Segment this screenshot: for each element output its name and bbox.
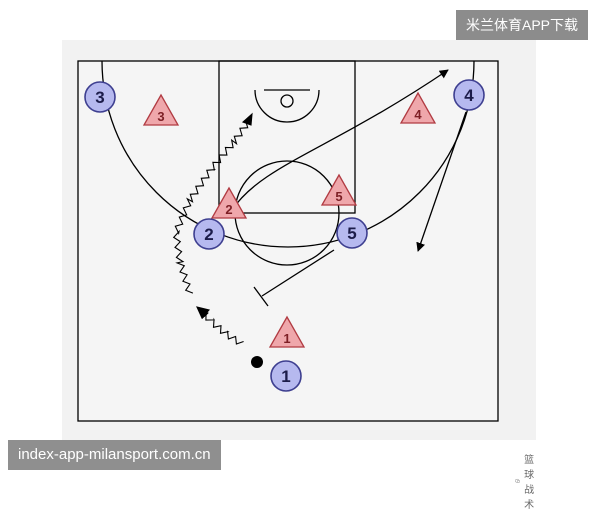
app-download-badge[interactable]: 米兰体育APP下载 xyxy=(455,10,588,40)
defender-triangle xyxy=(399,91,437,124)
wechat-icon xyxy=(515,478,521,483)
watermark-text: 篮球战术 xyxy=(524,455,535,511)
cut-path-2 xyxy=(231,69,449,211)
offense-players: 1 2 3 4 5 xyxy=(84,79,485,392)
offense-label: 2 xyxy=(204,225,213,244)
offense-circle xyxy=(270,360,302,392)
defender-label: 1 xyxy=(283,331,290,346)
defender-2: 2 xyxy=(210,186,248,219)
defender-label: 4 xyxy=(414,107,422,122)
site-url-label[interactable]: index-app-milansport.com.cn xyxy=(8,440,221,470)
offense-label: 4 xyxy=(464,86,474,105)
three-point-arc xyxy=(101,60,475,248)
defender-triangle xyxy=(142,93,180,126)
defender-1: 1 xyxy=(268,315,306,348)
offense-circle xyxy=(193,218,225,250)
screen-path-5 xyxy=(261,249,335,297)
ball xyxy=(251,356,263,368)
dribble-waves xyxy=(172,112,253,345)
defender-5: 5 xyxy=(320,173,358,206)
defender-4: 4 xyxy=(399,91,437,124)
offense-circle xyxy=(84,81,116,113)
restricted-arc xyxy=(254,89,320,123)
watermark: 篮球战术 xyxy=(515,451,541,511)
court-diagram: 1 2 3 4 5 1 2 3 4 5 xyxy=(77,60,499,422)
offense-label: 3 xyxy=(95,88,104,107)
defense-players: 1 2 3 4 5 xyxy=(142,91,437,348)
offense-player-4: 4 xyxy=(453,79,485,111)
cut-path-4 xyxy=(416,111,467,252)
free-throw-circle-bottom xyxy=(234,212,340,266)
dribble-squiggle-2 xyxy=(172,120,249,294)
offense-circle xyxy=(453,79,485,111)
screen-bar xyxy=(253,286,269,307)
dribble-arrowhead-2 xyxy=(241,112,253,126)
movement-lines xyxy=(199,69,467,320)
defender-label: 3 xyxy=(157,109,164,124)
offense-player-5: 5 xyxy=(336,217,368,249)
free-throw-lane xyxy=(218,60,356,214)
offense-label: 5 xyxy=(347,224,356,243)
offense-player-3: 3 xyxy=(84,81,116,113)
dribble-arrowhead-1 xyxy=(196,306,211,320)
defender-triangle xyxy=(320,173,358,206)
defender-triangle xyxy=(268,315,306,348)
defender-3: 3 xyxy=(142,93,180,126)
defender-triangle xyxy=(210,186,248,219)
defender-label: 5 xyxy=(335,189,342,204)
defender-label: 2 xyxy=(225,202,232,217)
offense-player-1: 1 xyxy=(270,360,302,392)
offense-player-2: 2 xyxy=(193,218,225,250)
offense-circle xyxy=(336,217,368,249)
dribble-squiggle-1 xyxy=(205,311,244,345)
hoop xyxy=(280,94,294,108)
court-panel: 1 2 3 4 5 1 2 3 4 5 篮球战术 xyxy=(62,40,536,511)
offense-label: 1 xyxy=(281,367,290,386)
